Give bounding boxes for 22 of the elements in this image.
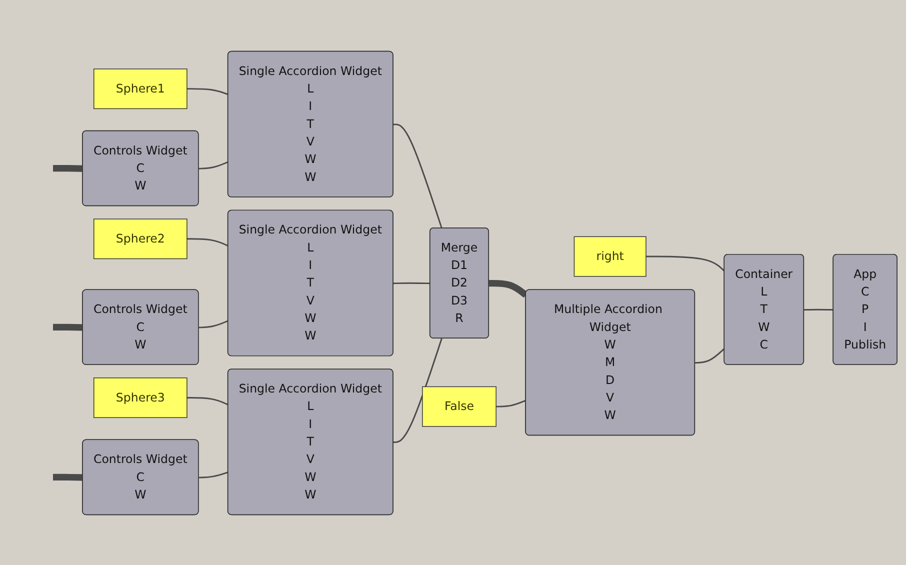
node-box: Sphere3 (94, 377, 188, 418)
connector (488, 279, 528, 298)
node-box: Sphere1 (94, 68, 188, 109)
connector (393, 282, 430, 284)
connector (198, 320, 228, 328)
connector (804, 308, 834, 310)
connector (393, 123, 442, 228)
connector (186, 396, 228, 405)
connector (496, 399, 526, 407)
connector (52, 164, 84, 172)
connector (52, 473, 84, 480)
connector (52, 323, 84, 330)
connector (393, 338, 442, 442)
node-box: False (422, 386, 496, 426)
connector (695, 347, 725, 364)
connector (198, 160, 228, 169)
connector (198, 471, 228, 478)
connector (186, 238, 228, 246)
node-box: right (574, 236, 646, 276)
connector (646, 255, 725, 272)
connector (186, 88, 228, 95)
node-box: Sphere2 (94, 218, 188, 259)
